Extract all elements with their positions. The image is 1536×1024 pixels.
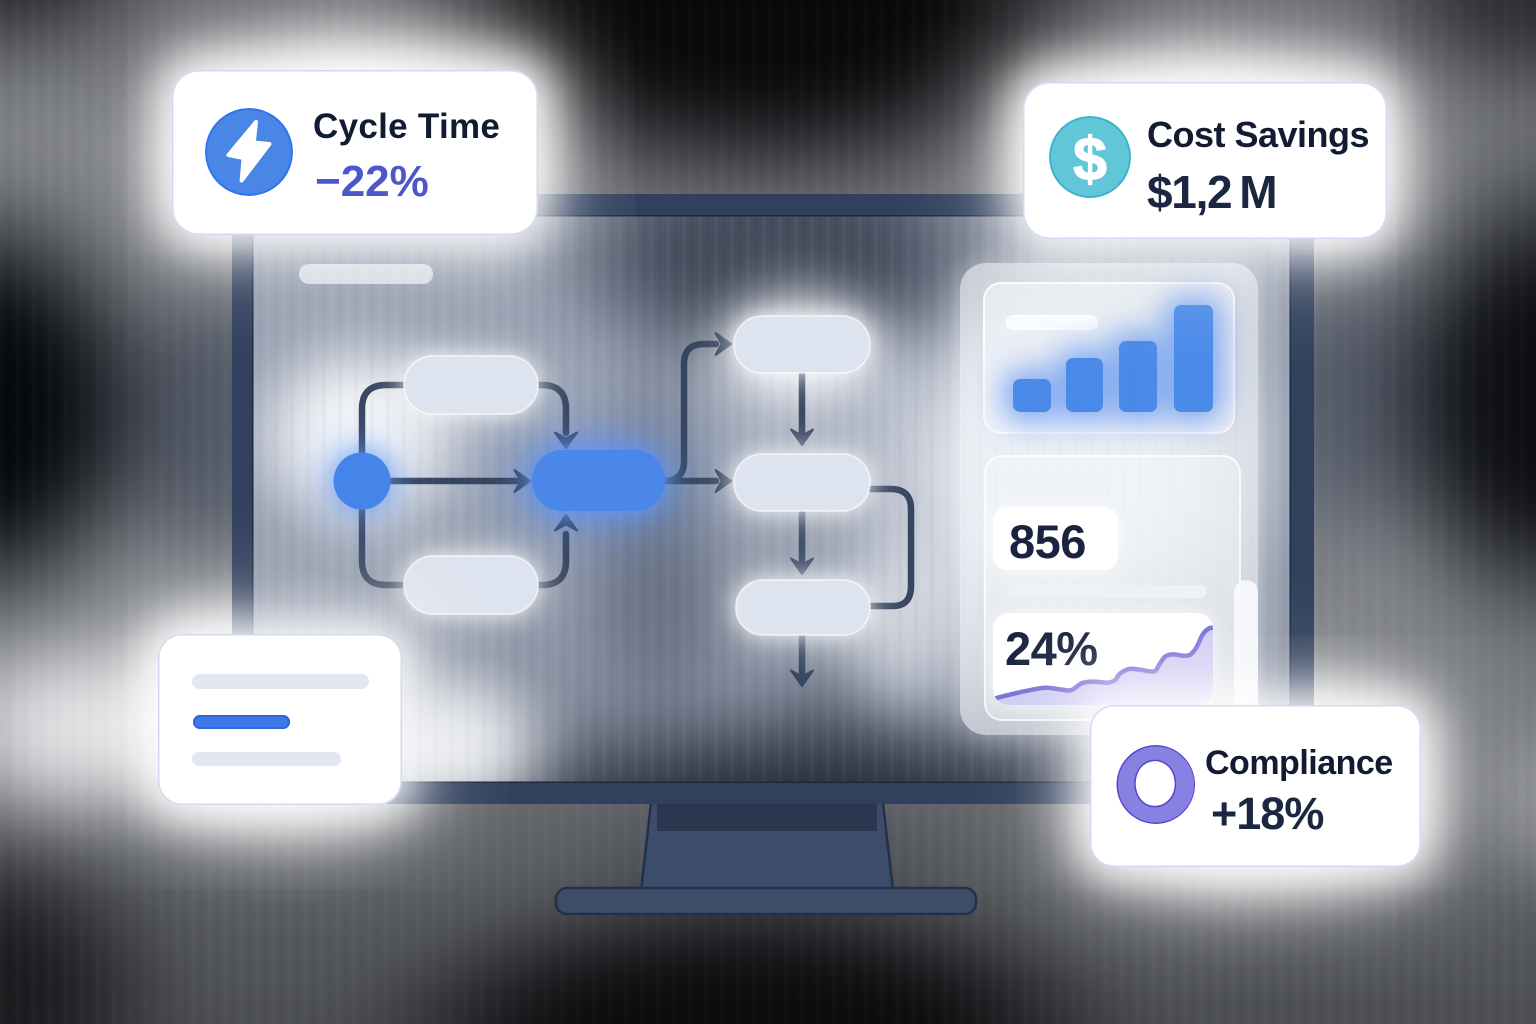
- svg-text:$: $: [1073, 125, 1107, 193]
